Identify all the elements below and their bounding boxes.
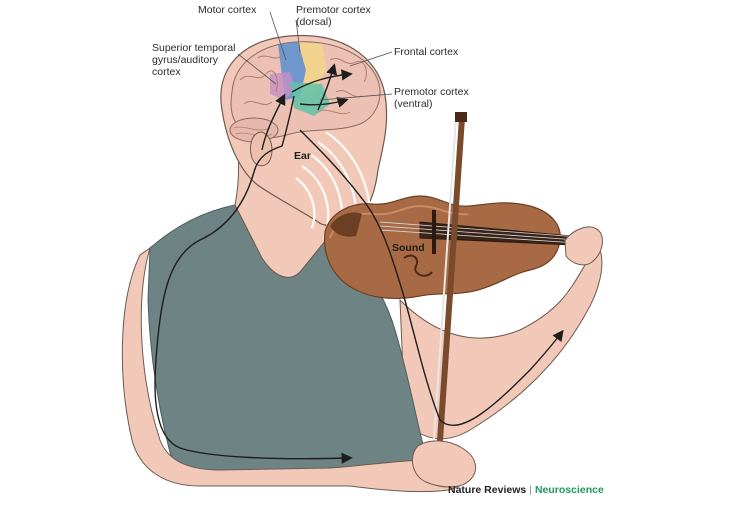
premotor-ventral-region — [290, 82, 330, 116]
violin — [324, 195, 595, 300]
label-superior-temporal-line1: Superior temporal — [152, 42, 236, 54]
label-sound: Sound — [392, 242, 425, 254]
label-ear: Ear — [294, 150, 311, 162]
credit-subject: Neuroscience — [534, 484, 604, 496]
violin-hand — [564, 226, 603, 266]
label-superior-temporal: Superior temporal gyrus/auditory cortex — [152, 42, 235, 78]
ear-shape — [249, 131, 273, 167]
label-premotor-dorsal: Premotor cortex (dorsal) — [296, 4, 371, 28]
credit-separator: | — [529, 484, 532, 496]
journal-credit: Nature Reviews|Neuroscience — [448, 484, 604, 496]
bow-hand — [411, 440, 477, 488]
label-premotor-ventral-line1: Premotor cortex — [394, 86, 469, 98]
back-arm — [399, 249, 603, 440]
label-premotor-dorsal-line2: (dorsal) — [296, 16, 332, 28]
label-premotor-dorsal-line1: Premotor cortex — [296, 4, 371, 16]
credit-journal: Nature Reviews — [448, 484, 527, 496]
label-premotor-ventral: Premotor cortex (ventral) — [394, 86, 469, 110]
premotor-dorsal-region — [298, 42, 326, 96]
label-superior-temporal-line3: cortex — [152, 66, 181, 78]
label-superior-temporal-line2: gyrus/auditory — [152, 54, 218, 66]
label-premotor-ventral-line2: (ventral) — [394, 98, 433, 110]
label-motor-cortex: Motor cortex — [198, 4, 257, 16]
label-leaders — [237, 11, 393, 101]
label-frontal-cortex: Frontal cortex — [394, 46, 459, 58]
neural-pathways — [154, 63, 564, 464]
